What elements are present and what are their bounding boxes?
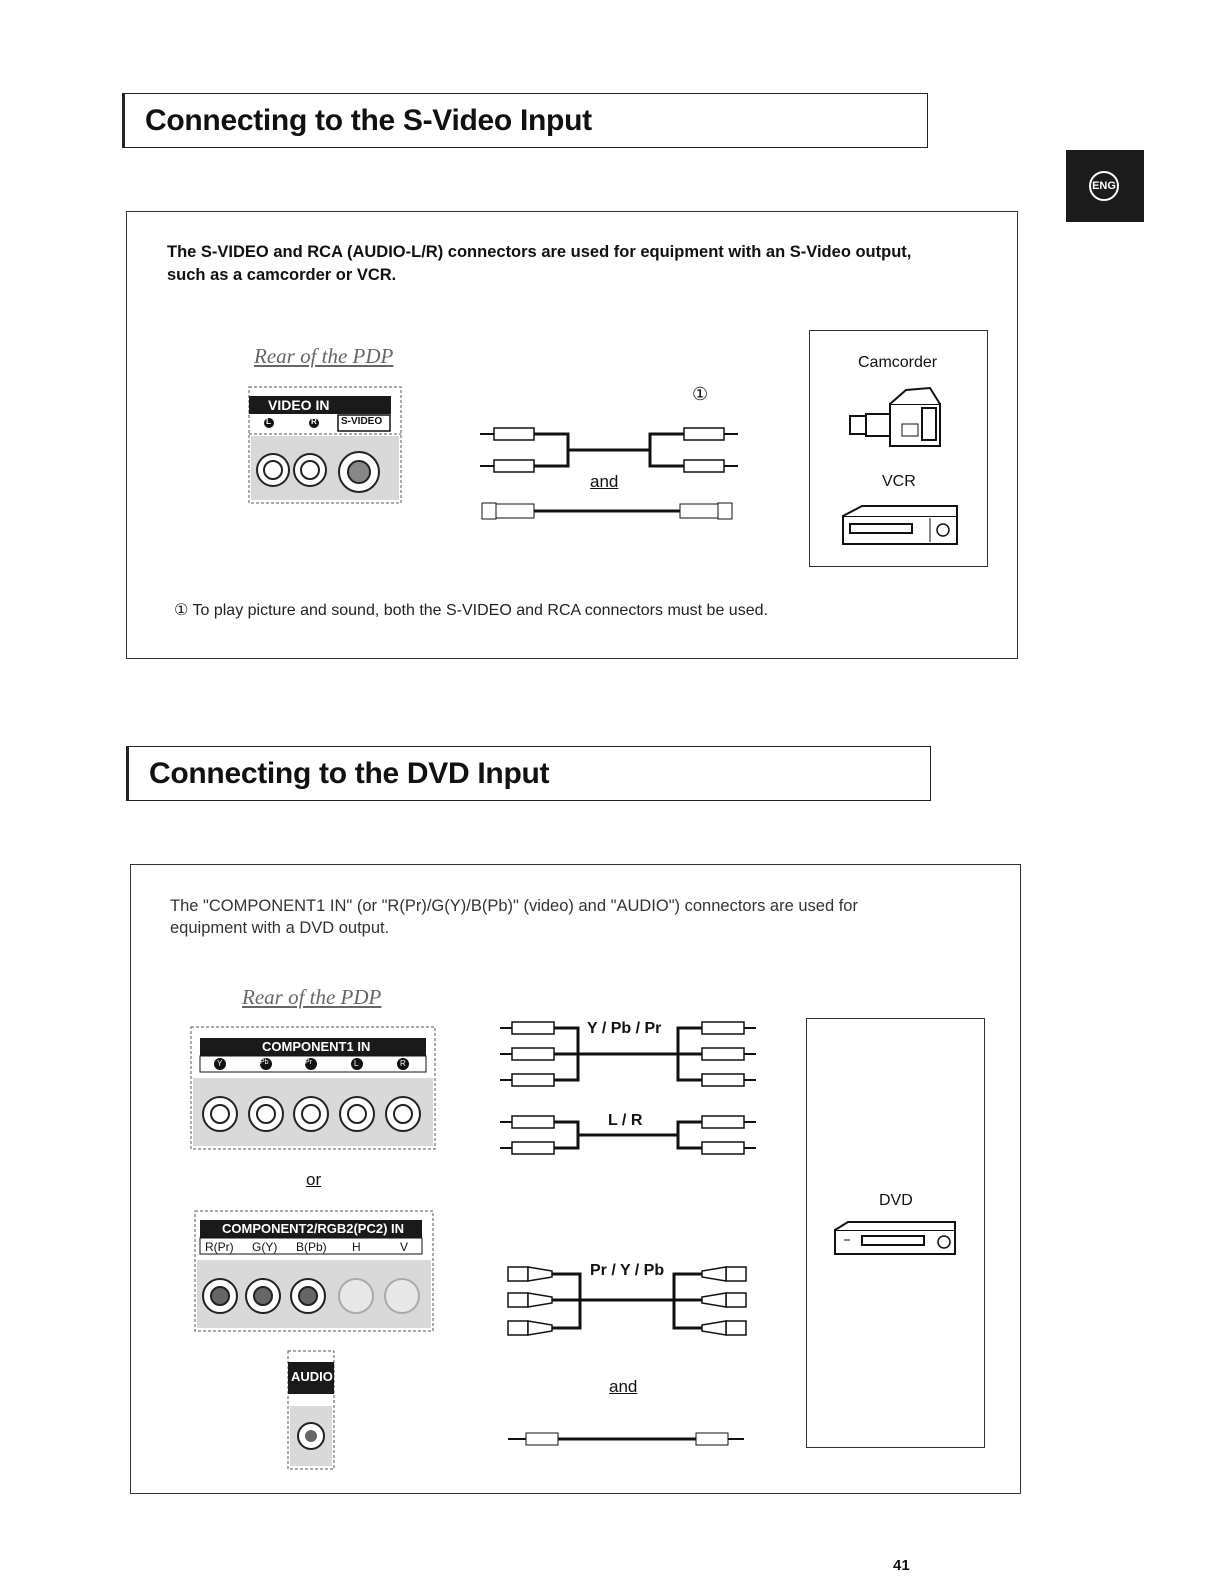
dvd-cable-label-lr: L / R <box>608 1112 643 1129</box>
component1-label-y: Y <box>217 1059 223 1068</box>
dvd-or-label: or <box>306 1170 322 1189</box>
svideo-device-box <box>809 330 988 567</box>
svideo-jack-panel <box>248 386 402 504</box>
dvd-panel <box>130 864 1021 1494</box>
dvd-device-box <box>806 1018 985 1448</box>
svideo-rca-cable <box>480 427 738 473</box>
page-number: 41 <box>893 1557 910 1574</box>
component1-label-l: L <box>354 1059 359 1068</box>
svideo-svideo-cable <box>481 502 733 520</box>
component2-label-bpb: B(Pb) <box>296 1240 327 1254</box>
svideo-jack-header: VIDEO IN <box>268 397 330 413</box>
device-vcr-label: VCR <box>882 473 916 490</box>
component1-label-pb: Pb <box>260 1059 269 1066</box>
svideo-jack-label-l: L <box>266 417 271 426</box>
component2-label-v: V <box>400 1240 409 1254</box>
component2-header: COMPONENT2/RGB2(PC2) IN <box>222 1221 405 1236</box>
device-camcorder-label: Camcorder <box>858 354 938 371</box>
svideo-title-box: Connecting to the S-Video Input <box>122 93 928 148</box>
dvd-cable-label-prypb: Pr / Y / Pb <box>590 1262 665 1279</box>
component2-label-gy: G(Y) <box>252 1240 278 1254</box>
component2-label-rpr: R(Pr) <box>205 1240 234 1254</box>
language-tab-label: ENG <box>1089 171 1119 201</box>
svideo-intro-line2: such as a camcorder or VCR. <box>167 266 397 284</box>
dvd-bnc-cable <box>507 1266 747 1336</box>
audio-jack-panel <box>287 1350 335 1470</box>
svideo-rear-label: Rear of the PDP <box>254 344 394 368</box>
dvd-title: Connecting to the DVD Input <box>149 757 550 790</box>
svideo-footnote: ① To play picture and sound, both the S-… <box>174 602 768 619</box>
svideo-jack-label-r: R <box>311 417 317 426</box>
language-tab: ENG <box>1066 150 1144 222</box>
dvd-lr-cable <box>500 1115 756 1155</box>
svideo-note-marker: ① <box>692 384 709 404</box>
svideo-panel <box>126 211 1018 659</box>
component2-jack-panel <box>194 1210 434 1332</box>
camcorder-icon <box>849 386 941 447</box>
component1-jack-panel <box>190 1026 436 1150</box>
component2-label-h: H <box>352 1240 361 1254</box>
svideo-title: Connecting to the S-Video Input <box>145 104 592 137</box>
dvd-audio-cable <box>508 1432 744 1446</box>
dvd-intro-line2: equipment with a DVD output. <box>170 919 390 937</box>
svideo-jack-label-svideo: S-VIDEO <box>341 416 383 427</box>
dvd-intro-line1: The "COMPONENT1 IN" (or "R(Pr)/G(Y)/B(Pb… <box>170 897 858 915</box>
component1-label-pr: Pr <box>305 1059 312 1066</box>
vcr-icon <box>842 505 958 545</box>
dvd-ypbpr-cable <box>500 1021 756 1087</box>
dvd-title-box: Connecting to the DVD Input <box>126 746 931 801</box>
svideo-and-label: and <box>590 472 619 491</box>
component1-label-r: R <box>400 1059 406 1068</box>
component1-header: COMPONENT1 IN <box>262 1039 371 1054</box>
device-dvd-label: DVD <box>879 1192 913 1209</box>
dvd-player-icon <box>834 1221 956 1255</box>
dvd-rear-label: Rear of the PDP <box>242 985 382 1009</box>
audio-label: AUDIO <box>291 1369 333 1384</box>
dvd-cable-label-ypbpr: Y / Pb / Pr <box>587 1020 662 1037</box>
dvd-and-label: and <box>609 1377 638 1396</box>
svideo-intro-line1: The S-VIDEO and RCA (AUDIO-L/R) connecto… <box>167 243 912 261</box>
